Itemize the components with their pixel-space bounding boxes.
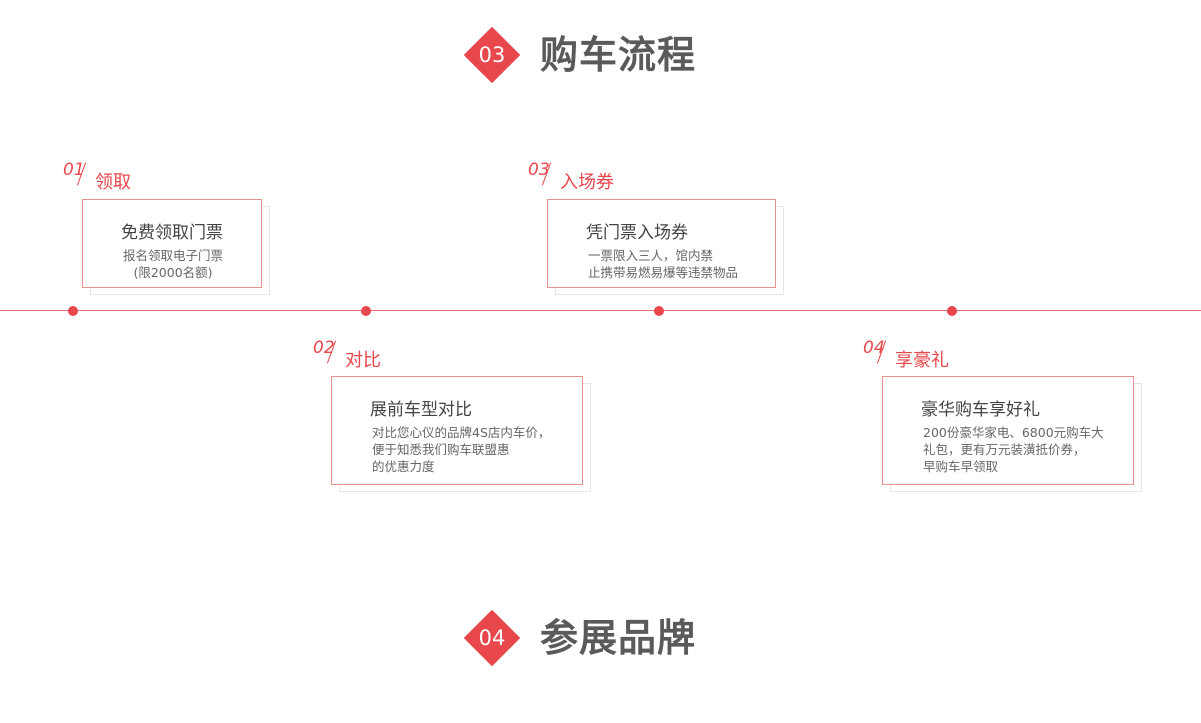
card-description: 对比您心仪的品牌4S店内车价， 便于知悉我们购车联盟惠 的优惠力度 <box>372 424 577 475</box>
timeline-dot-2 <box>361 306 371 316</box>
desc-line: 对比您心仪的品牌4S店内车价， <box>372 425 551 440</box>
desc-line: 的优惠力度 <box>372 459 435 474</box>
step-number: 01 <box>63 160 85 180</box>
step-card-1: 免费领取门票 报名领取电子门票 (限2000名额) <box>82 199 262 288</box>
card-description: 200份豪华家电、6800元购车大 礼包，更有万元装潢抵价券， 早购车早领取 <box>923 424 1131 475</box>
section-number: 03 <box>478 43 506 67</box>
desc-line: 200份豪华家电、6800元购车大 <box>923 425 1104 440</box>
section-title: 参展品牌 <box>540 616 697 660</box>
card-description: 一票限入三人，馆内禁 止携带易燃易爆等违禁物品 <box>588 247 773 281</box>
step-number: 02 <box>313 338 335 358</box>
timeline-dot-1 <box>68 306 78 316</box>
step-name: 享豪礼 <box>895 350 949 371</box>
step-card-2: 展前车型对比 对比您心仪的品牌4S店内车价， 便于知悉我们购车联盟惠 的优惠力度 <box>331 376 583 485</box>
timeline-dot-4 <box>947 306 957 316</box>
timeline-line <box>0 310 1201 311</box>
desc-line: 止携带易燃易爆等违禁物品 <box>588 265 739 280</box>
timeline-dot-3 <box>654 306 664 316</box>
card-title: 展前车型对比 <box>370 400 472 420</box>
desc-line: 报名领取电子门票 <box>123 248 224 263</box>
card-title: 免费领取门票 <box>121 223 223 243</box>
step-name: 入场券 <box>560 172 614 193</box>
desc-line: 礼包，更有万元装潢抵价券， <box>923 442 1086 457</box>
card-title: 豪华购车享好礼 <box>921 400 1040 420</box>
desc-line: 一票限入三人，馆内禁 <box>588 248 714 263</box>
section-header-brands: 04 参展品牌 <box>0 603 1201 673</box>
section-title: 购车流程 <box>540 33 697 77</box>
section-number: 04 <box>478 626 506 650</box>
step-number: 03 <box>528 160 550 180</box>
desc-line: 早购车早领取 <box>923 459 999 474</box>
step-card-3: 凭门票入场券 一票限入三人，馆内禁 止携带易燃易爆等违禁物品 <box>547 199 776 288</box>
desc-line: 便于知悉我们购车联盟惠 <box>372 442 510 457</box>
card-description: 报名领取电子门票 (限2000名额) <box>123 247 223 281</box>
step-name: 领取 <box>95 172 131 193</box>
desc-line: (限2000名额) <box>133 265 213 280</box>
section-header-process: 03 购车流程 <box>0 20 1201 90</box>
step-card-4: 豪华购车享好礼 200份豪华家电、6800元购车大 礼包，更有万元装潢抵价券， … <box>882 376 1134 485</box>
step-number: 04 <box>863 338 885 358</box>
card-title: 凭门票入场券 <box>586 223 688 243</box>
step-name: 对比 <box>345 350 381 371</box>
